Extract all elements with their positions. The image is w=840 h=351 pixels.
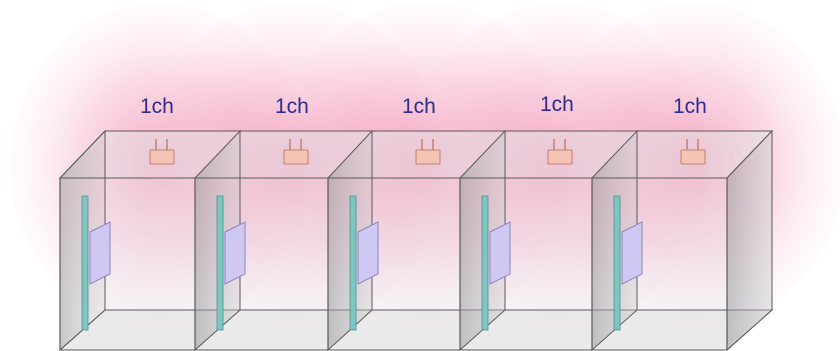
guide-rail-2 bbox=[216, 195, 224, 331]
channel-label-4: 1ch bbox=[540, 93, 574, 116]
ap-body bbox=[680, 149, 706, 165]
channel-label-5: 1ch bbox=[673, 95, 707, 118]
channel-label-2: 1ch bbox=[275, 95, 309, 118]
guide-rail-4 bbox=[481, 195, 489, 331]
channel-label-1: 1ch bbox=[140, 95, 174, 118]
panel-antenna-5 bbox=[621, 221, 643, 285]
access-point-icon bbox=[415, 139, 441, 165]
guide-rail-5 bbox=[613, 195, 621, 331]
access-point-icon bbox=[149, 139, 175, 165]
panel-antenna-3 bbox=[357, 221, 379, 285]
panel-antenna-4 bbox=[489, 221, 511, 285]
panel-antenna-1 bbox=[89, 221, 111, 285]
guide-rail-3 bbox=[349, 195, 357, 331]
panel-antenna-2 bbox=[224, 221, 246, 285]
ap-body bbox=[415, 149, 441, 165]
ap-body bbox=[283, 149, 309, 165]
access-point-icon bbox=[283, 139, 309, 165]
access-point-icon bbox=[547, 139, 573, 165]
ap-body bbox=[149, 149, 175, 165]
ap-body bbox=[547, 149, 573, 165]
channel-label-3: 1ch bbox=[402, 95, 436, 118]
guide-rail-1 bbox=[81, 195, 89, 331]
shaft-floor bbox=[58, 309, 774, 351]
access-point-icon bbox=[680, 139, 706, 165]
